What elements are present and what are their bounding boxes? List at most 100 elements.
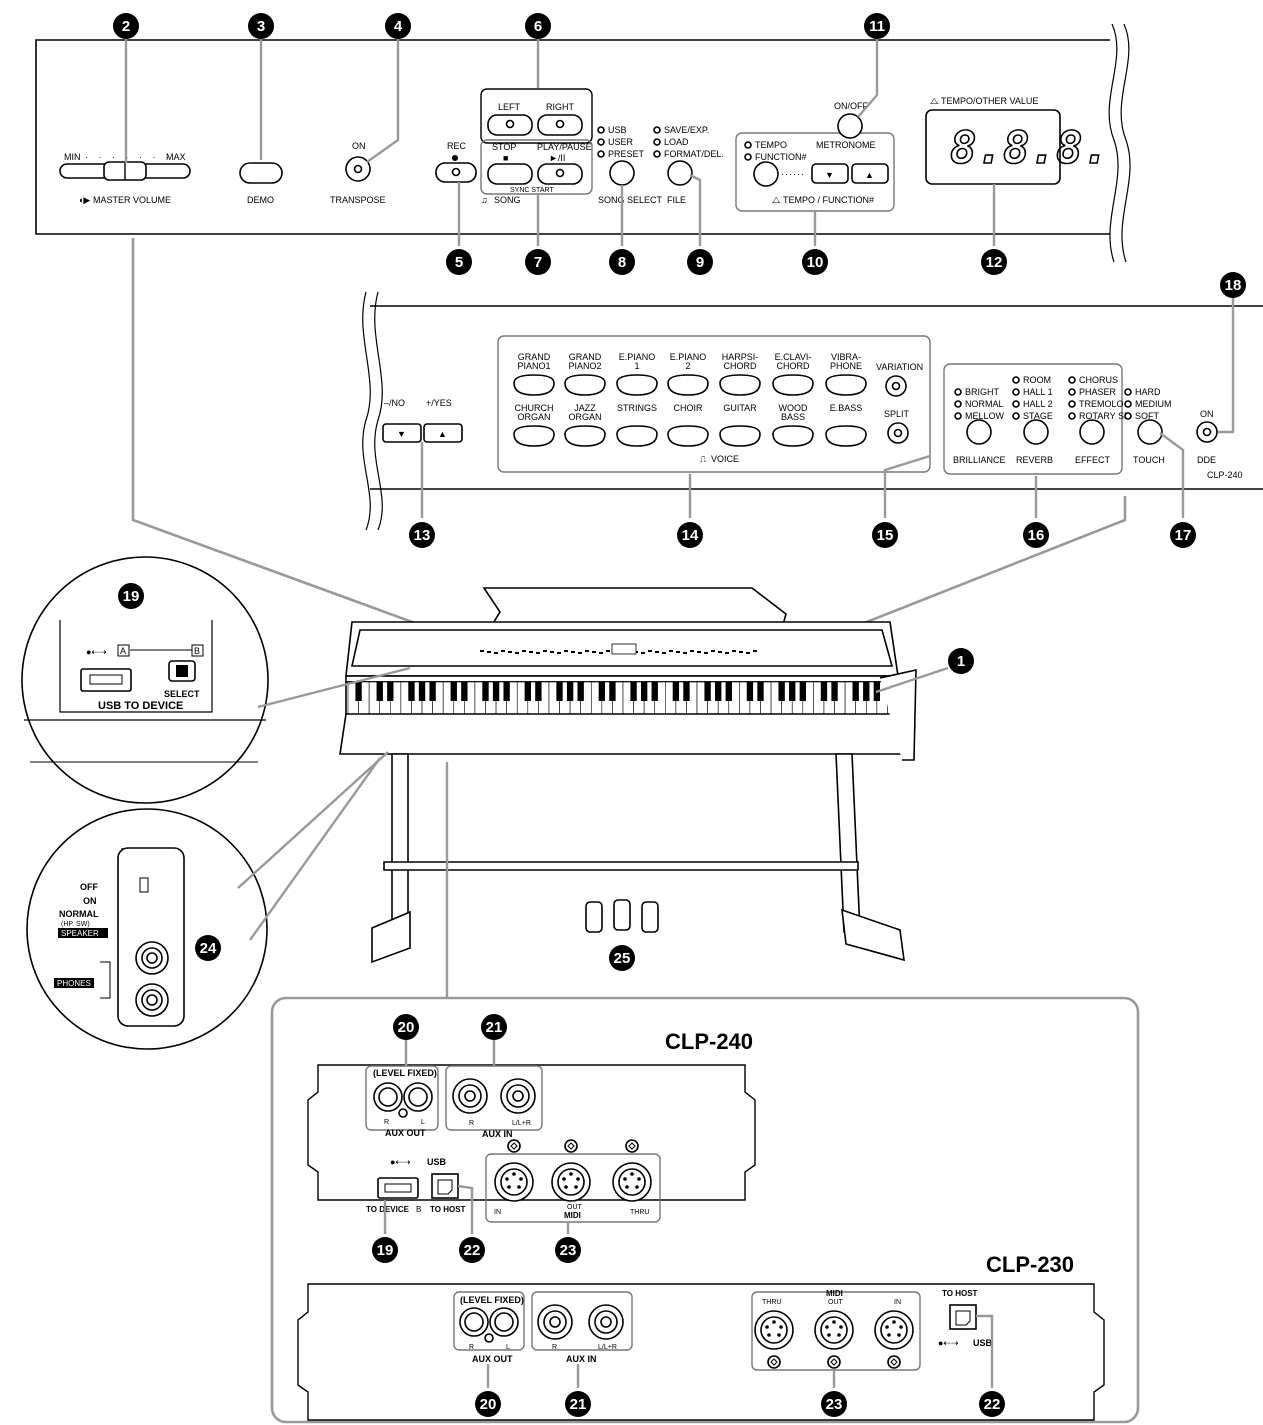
mini-control: [711, 650, 715, 652]
callout-number: 20: [398, 1019, 415, 1036]
voice-button-r1-2[interactable]: [616, 374, 658, 396]
tempo-up-button[interactable]: [851, 163, 889, 184]
callout-number: 25: [614, 950, 631, 967]
black-key: [461, 682, 468, 701]
mini-control: [515, 652, 519, 654]
voice-button-r2-5[interactable]: [772, 425, 814, 447]
brilliance-option-0: BRIGHT: [965, 387, 1000, 397]
black-key: [789, 682, 796, 701]
callout-n7: [525, 249, 551, 275]
svg-text:OUT: OUT: [567, 1204, 583, 1211]
svg-text:A: A: [120, 646, 126, 656]
svg-text:ON: ON: [352, 141, 366, 151]
mini-control: [655, 651, 659, 653]
tempo-down-button[interactable]: [811, 163, 849, 184]
callout-n5: [446, 249, 472, 275]
speaker-icon: ◖▶: [78, 195, 90, 205]
voice-button-r2-4[interactable]: [719, 425, 761, 447]
callout-n15: [872, 522, 898, 548]
mini-control: [753, 650, 757, 652]
black-key: [778, 682, 785, 701]
mini-control: [557, 652, 561, 654]
svg-text:THRU: THRU: [630, 1209, 649, 1216]
svg-text:AUX OUT: AUX OUT: [472, 1354, 513, 1364]
callout-number: 20: [480, 1396, 497, 1413]
voice-button-r1-6[interactable]: [825, 374, 867, 396]
black-key: [725, 682, 732, 701]
effect-option-2: TREMOLO: [1079, 399, 1124, 409]
svg-text:LOAD: LOAD: [664, 137, 689, 147]
callout-number: 23: [560, 1242, 577, 1259]
touch-option-2: SOFT: [1135, 411, 1160, 421]
demo-button[interactable]: [239, 162, 283, 184]
svg-text:R: R: [384, 1119, 389, 1126]
black-key: [598, 682, 606, 701]
callout-n24: [195, 935, 221, 961]
callout-number: 8: [618, 254, 626, 271]
song-select-button[interactable]: [609, 160, 635, 186]
reverb-led-1: [1012, 388, 1020, 396]
brilliance-led-0: [954, 388, 962, 396]
voice-label-4: HARPSI-CHORD: [722, 352, 759, 371]
voice-button-r1-3[interactable]: [667, 374, 709, 396]
voice-label-5: E.CLAVI-CHORD: [775, 352, 812, 371]
callout-number: 14: [682, 527, 699, 544]
voice-button-r1-5[interactable]: [772, 374, 814, 396]
callout-n4: [385, 13, 411, 39]
black-key: [640, 682, 648, 701]
callout-number: 6: [534, 18, 542, 35]
black-key: [746, 682, 754, 701]
pedal-left: [585, 901, 603, 933]
callout-n1: [948, 648, 974, 674]
tempo-function-button[interactable]: [753, 161, 779, 187]
svg-text:PRESET: PRESET: [608, 149, 645, 159]
voice-button-r1-4[interactable]: [719, 374, 761, 396]
black-key: [672, 682, 680, 701]
clp240-title: CLP-240: [665, 1029, 753, 1054]
callout-number: 11: [869, 18, 885, 35]
voice-button-r2-0[interactable]: [513, 425, 555, 447]
callout-number: 7: [534, 254, 542, 271]
svg-text:R: R: [552, 1344, 557, 1351]
voice-button-r2-3[interactable]: [667, 425, 709, 447]
svg-text:AUX IN: AUX IN: [482, 1129, 513, 1139]
usb-icon: ●⇠⇢: [390, 1157, 411, 1167]
reverb-button[interactable]: [1023, 419, 1049, 445]
voice-button-r1-1[interactable]: [564, 374, 606, 396]
svg-text:ON: ON: [1200, 409, 1214, 419]
effect-button[interactable]: [1079, 419, 1105, 445]
svg-text:MIDI: MIDI: [564, 1211, 581, 1220]
song-stop-button[interactable]: [487, 163, 533, 185]
no-button[interactable]: [382, 423, 422, 443]
mini-control: [662, 652, 666, 654]
touch-button[interactable]: [1137, 419, 1163, 445]
mini-control: [501, 650, 505, 652]
yes-button[interactable]: [423, 423, 463, 443]
voice-button-r2-6[interactable]: [825, 425, 867, 447]
callout-number: 21: [570, 1396, 587, 1413]
voice-button-r1-0[interactable]: [513, 374, 555, 396]
callout-n14: [677, 522, 703, 548]
callout-number: 21: [486, 1019, 503, 1036]
voice-label-6: VIBRA-PHONE: [830, 352, 862, 371]
reverb-option-2: HALL 2: [1023, 399, 1053, 409]
voice-button-r2-2[interactable]: [616, 425, 658, 447]
svg-text:TO HOST: TO HOST: [942, 1289, 978, 1298]
svg-text:MIDI: MIDI: [826, 1289, 843, 1298]
black-key: [429, 682, 436, 701]
touch-led-0: [1124, 388, 1132, 396]
voice-button-r2-1[interactable]: [564, 425, 606, 447]
touch-option-0: HARD: [1135, 387, 1161, 397]
brilliance-button[interactable]: [966, 419, 992, 445]
metronome-button[interactable]: [837, 113, 863, 139]
svg-text:OFF: OFF: [80, 882, 98, 892]
file-leds: SAVE/EXP. LOAD FORMAT/DEL.: [653, 125, 724, 159]
file-button[interactable]: [667, 160, 693, 186]
